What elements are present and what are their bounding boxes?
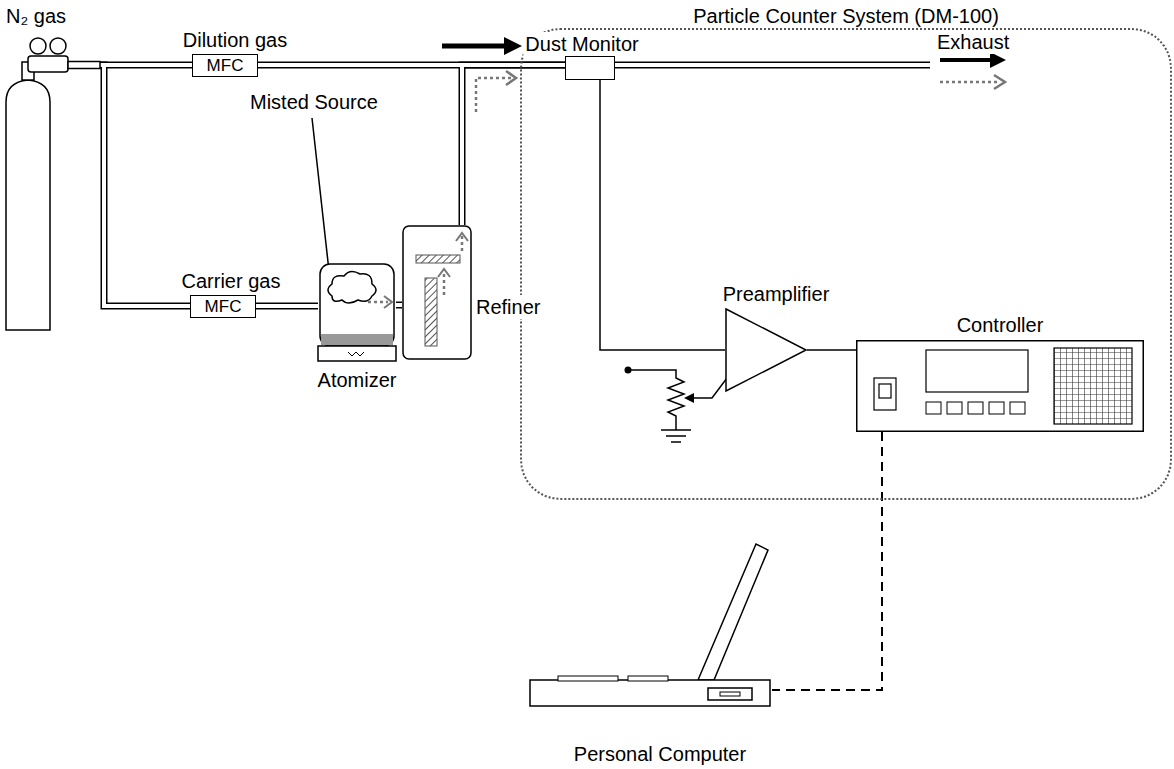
gas-tube (258, 62, 565, 69)
gas-cylinder: N₂ gas (4, 32, 100, 332)
connector-bore-group (100, 65, 882, 690)
gas-cylinder-outline (4, 32, 100, 332)
node-label: Atomizer (316, 368, 399, 392)
gas-tube (100, 65, 190, 306)
atomizer-outline (318, 262, 396, 362)
leader-line (312, 118, 330, 280)
node-label: Dilution gas (181, 28, 290, 52)
preamplifier-outline (725, 308, 807, 392)
node-label: Carrier gas (180, 269, 283, 293)
signal-wire (600, 80, 725, 350)
node-label: Particle Counter System (DM-100) (691, 4, 1001, 28)
node-label: Preamplifier (721, 282, 832, 306)
gas-tube-bore (258, 63, 565, 67)
resistor-symbol (628, 370, 684, 430)
refiner: Refiner (402, 225, 472, 360)
data-cable (772, 432, 882, 690)
gas-tube (396, 302, 402, 309)
wiper-wire (690, 378, 727, 398)
node-label: N₂ gas (4, 4, 68, 28)
node-label: Refiner (474, 295, 542, 319)
node-label: Personal Computer (572, 742, 748, 766)
exhaust-mist-arrowhead (994, 75, 1005, 89)
gas-tube-bore (100, 63, 192, 67)
gas-tube-bore (396, 303, 402, 307)
node-text: MFC (207, 54, 244, 78)
node-text: MFC (205, 295, 242, 319)
controller: Controller (856, 340, 1144, 432)
part-label: Misted Source (248, 90, 380, 114)
flow-arrowhead (504, 37, 522, 55)
gas-tube-bore (462, 65, 565, 225)
gas-tube (462, 65, 565, 225)
exhaust-tube (615, 62, 930, 69)
ground-symbol (661, 430, 691, 442)
signal-wire (807, 349, 856, 351)
preamplifier: Preamplifier (725, 308, 807, 392)
controller-outline (856, 340, 1144, 432)
exhaust-mist-arrow (940, 81, 998, 84)
personal-computer-outline (528, 540, 772, 720)
gas-tube (256, 303, 318, 310)
dust-monitor: Dust Monitor (565, 56, 615, 80)
exhaust-tube-bore (614, 63, 931, 67)
mass-flow-controller: Carrier gasMFC (190, 295, 256, 318)
mass-flow-controller: Dilution gasMFC (192, 54, 258, 77)
exhaust-arrowhead (990, 52, 1006, 68)
refiner-outline (402, 225, 472, 360)
mist-flow-arrowhead (506, 71, 516, 85)
wiper-arrowhead (684, 393, 694, 403)
gas-tube-bore (100, 65, 190, 306)
personal-computer: Personal Computer (528, 540, 772, 720)
gas-tube-bore (256, 304, 318, 308)
node-label: Controller (955, 313, 1046, 337)
exhaust-arrow (940, 58, 992, 62)
part-label: Exhaust (935, 30, 1011, 54)
node-label: Dust Monitor (523, 32, 640, 56)
flow-arrow (442, 44, 506, 49)
system-region: Particle Counter System (DM-100)Dust Mon… (520, 28, 1172, 500)
atomizer: Atomizer (318, 262, 396, 362)
gas-tube (100, 62, 192, 69)
